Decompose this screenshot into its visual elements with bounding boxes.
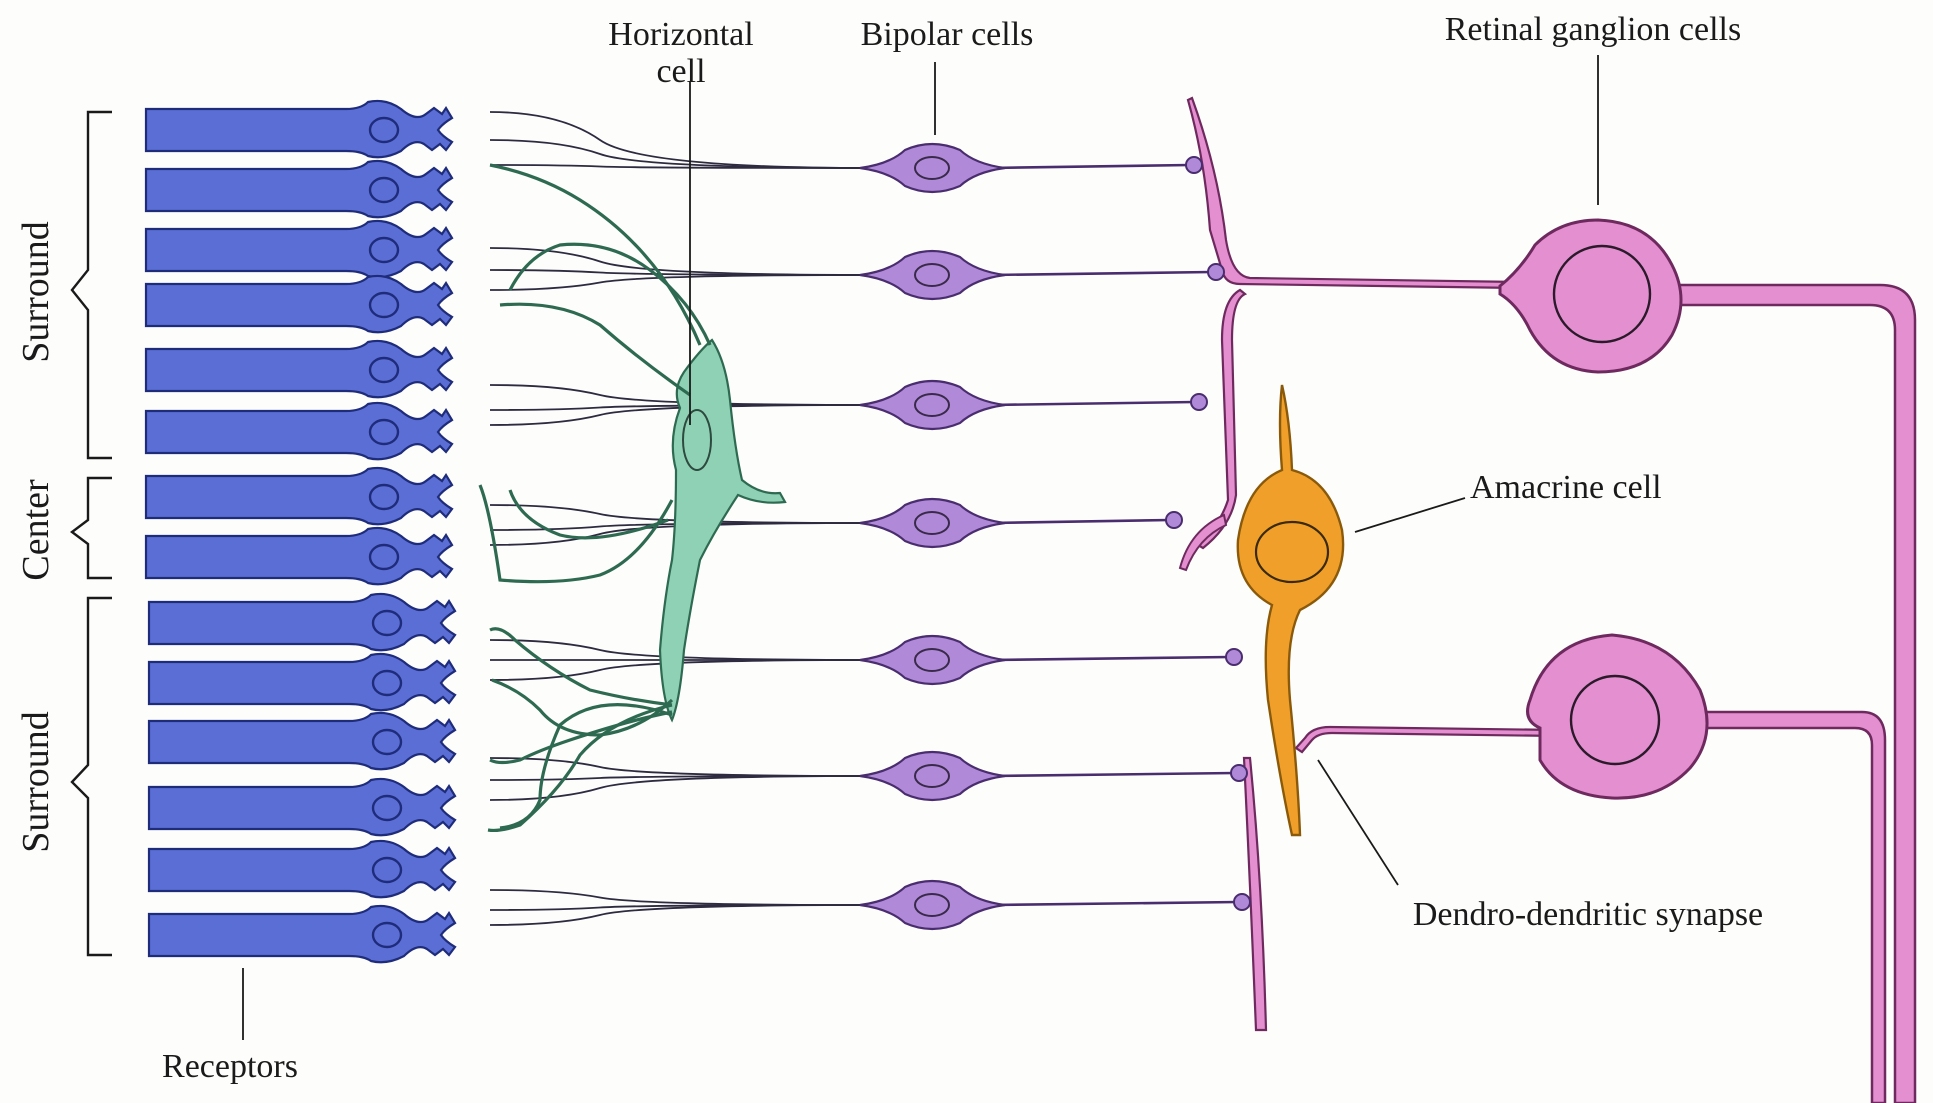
label-surround-bottom: Surround [15, 711, 57, 852]
ganglion-soma-lower [1528, 635, 1708, 798]
receptor-cell [149, 841, 455, 897]
bracket-center [72, 478, 112, 578]
receptor-body [149, 779, 455, 835]
receptor-body [146, 276, 452, 332]
bipolar-soma [860, 752, 1005, 800]
bipolar-soma [860, 144, 1005, 192]
bracket-surround-bottom [72, 598, 112, 955]
receptor-cell [149, 906, 455, 962]
label-horizontal-line2: cell [656, 53, 705, 90]
label-bipolar-cells: Bipolar cells [861, 16, 1034, 53]
bipolar-terminal [1226, 649, 1242, 665]
receptor-body [149, 841, 455, 897]
receptor-body [146, 403, 452, 459]
label-dendro-dendritic-synapse: Dendro-dendritic synapse [1413, 896, 1763, 933]
receptor-body [149, 906, 455, 962]
receptor-cell [146, 341, 452, 397]
receptor-cell [146, 221, 452, 277]
bipolar-terminal [1234, 894, 1250, 910]
receptor-cell [146, 161, 452, 217]
bipolar-soma [860, 881, 1005, 929]
label-horizontal-line1: Horizontal [608, 16, 753, 53]
bipolar-cell [490, 112, 1202, 192]
bipolar-soma [860, 381, 1005, 429]
receptor-cell [146, 468, 452, 524]
bracket-surround-top [72, 112, 112, 458]
bipolar-cell [490, 636, 1242, 684]
bipolar-dendrite [490, 890, 870, 905]
bipolar-dendrite [490, 275, 870, 290]
receptor-body [146, 341, 452, 397]
bipolar-soma [860, 251, 1005, 299]
amacrine-cell [1238, 385, 1343, 835]
receptor-body [146, 101, 452, 157]
receptor-body [149, 713, 455, 769]
receptor-cell [149, 713, 455, 769]
bipolar-cell [490, 499, 1182, 547]
receptors-column [146, 101, 455, 962]
leader-dendro-synapse [1318, 760, 1398, 885]
horizontal-cell [480, 165, 785, 830]
receptor-body [146, 528, 452, 584]
leader-amacrine [1355, 498, 1465, 532]
bipolar-cells [490, 112, 1250, 929]
bipolar-dendrite [490, 112, 870, 168]
receptor-cell [146, 403, 452, 459]
receptor-body [149, 594, 455, 650]
label-amacrine-cell: Amacrine cell [1470, 469, 1662, 506]
receptor-cell [146, 276, 452, 332]
label-surround-top: Surround [15, 221, 57, 362]
receptor-cell [146, 101, 452, 157]
bipolar-soma [860, 499, 1005, 547]
label-center: Center [15, 479, 57, 581]
receptor-cell [146, 528, 452, 584]
receptor-body [149, 654, 455, 710]
bipolar-terminal [1208, 264, 1224, 280]
bipolar-cell [490, 752, 1247, 800]
bipolar-axon [990, 902, 1238, 905]
receptor-body [146, 221, 452, 277]
ganglion-soma-upper [1500, 220, 1681, 372]
ganglion-cells [1500, 220, 1707, 798]
receptor-cell [149, 594, 455, 650]
bipolar-cell [490, 881, 1250, 929]
bipolar-axon [990, 272, 1212, 275]
label-receptors: Receptors [162, 1048, 298, 1085]
bipolar-dendrite [490, 140, 870, 168]
bipolar-axon [990, 773, 1235, 776]
bipolar-axon [990, 402, 1195, 405]
bipolar-cell [490, 381, 1207, 429]
receptor-body [146, 468, 452, 524]
bipolar-terminal [1166, 512, 1182, 528]
receptor-cell [149, 779, 455, 835]
bipolar-soma [860, 636, 1005, 684]
bipolar-terminal [1186, 157, 1202, 173]
receptor-cell [149, 654, 455, 710]
bipolar-terminal [1191, 394, 1207, 410]
receptor-body [146, 161, 452, 217]
bipolar-dendrite [490, 165, 870, 168]
bipolar-dendrite [490, 905, 870, 925]
bipolar-axon [990, 657, 1230, 660]
bipolar-axon [990, 520, 1170, 523]
bipolar-terminal [1231, 765, 1247, 781]
bipolar-axon [990, 165, 1190, 168]
bipolar-cell [490, 248, 1224, 299]
label-retinal-ganglion-cells: Retinal ganglion cells [1445, 11, 1742, 48]
bracket-group: Surround Center Surround [15, 112, 112, 955]
